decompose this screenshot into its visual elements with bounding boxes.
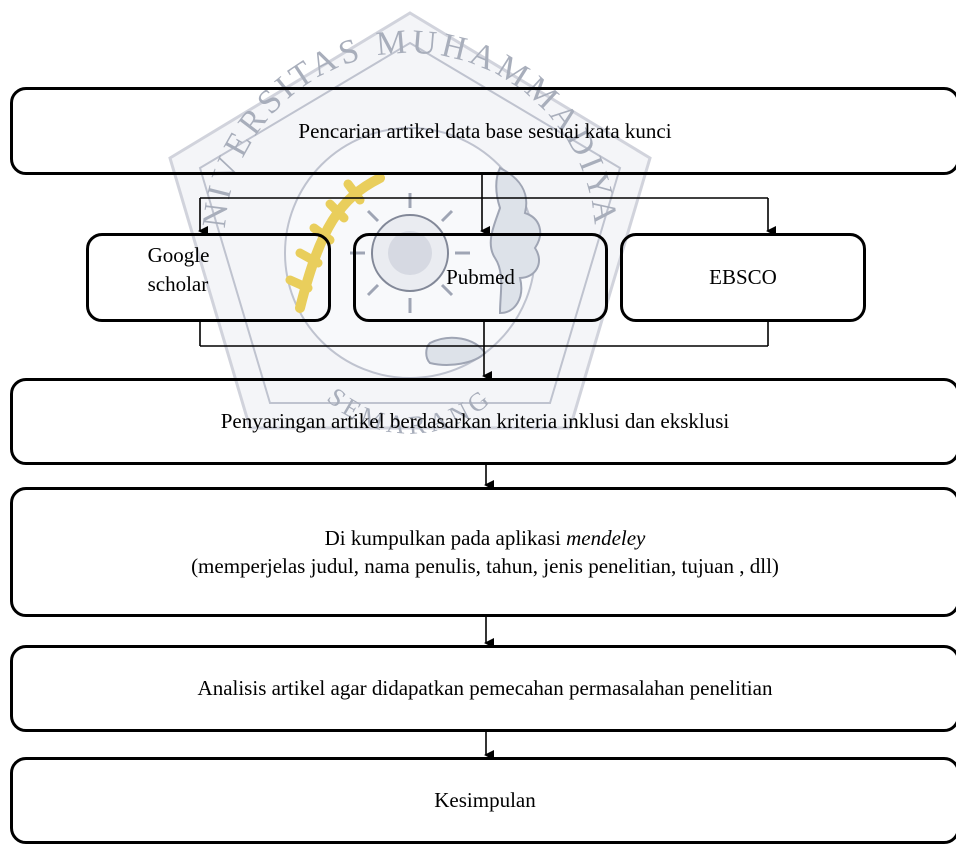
source-ebsco-label: EBSCO [709,265,777,290]
step-filter-articles-label: Penyaringan artikel berdasarkan kriteria… [220,409,730,434]
step-filter-articles: Penyaringan artikel berdasarkan kriteria… [10,378,956,465]
step-collect-mendeley-detail: (memperjelas judul, nama penulis, tahun,… [191,554,779,578]
step-search-articles-label: Pencarian artikel data base sesuai kata … [298,118,672,143]
google-line2: scholar [147,271,209,296]
step-collect-mendeley-title: Di kumpulkan pada aplikasi mendeley [325,524,646,552]
source-pubmed: Pubmed [353,233,608,322]
step-analysis: Analisis artikel agar didapatkan pemecah… [10,645,956,732]
mendeley-app-name: mendeley [566,525,646,550]
step-collect-prefix: Di kumpulkan pada aplikasi [324,525,567,550]
step-conclusion-label: Kesimpulan [434,788,536,813]
step-search-articles: Pencarian artikel data base sesuai kata … [10,87,956,175]
google-line1: Google [147,243,210,268]
step-collect-mendeley: Di kumpulkan pada aplikasi mendeley (mem… [10,487,956,617]
source-ebsco: EBSCO [620,233,866,322]
source-pubmed-label: Pubmed [446,265,515,290]
step-conclusion: Kesimpulan [10,757,956,844]
step-analysis-label: Analisis artikel agar didapatkan pemecah… [197,676,773,701]
source-google-scholar-label: Google scholar [148,241,210,298]
source-google-scholar: Google scholar [86,233,331,322]
